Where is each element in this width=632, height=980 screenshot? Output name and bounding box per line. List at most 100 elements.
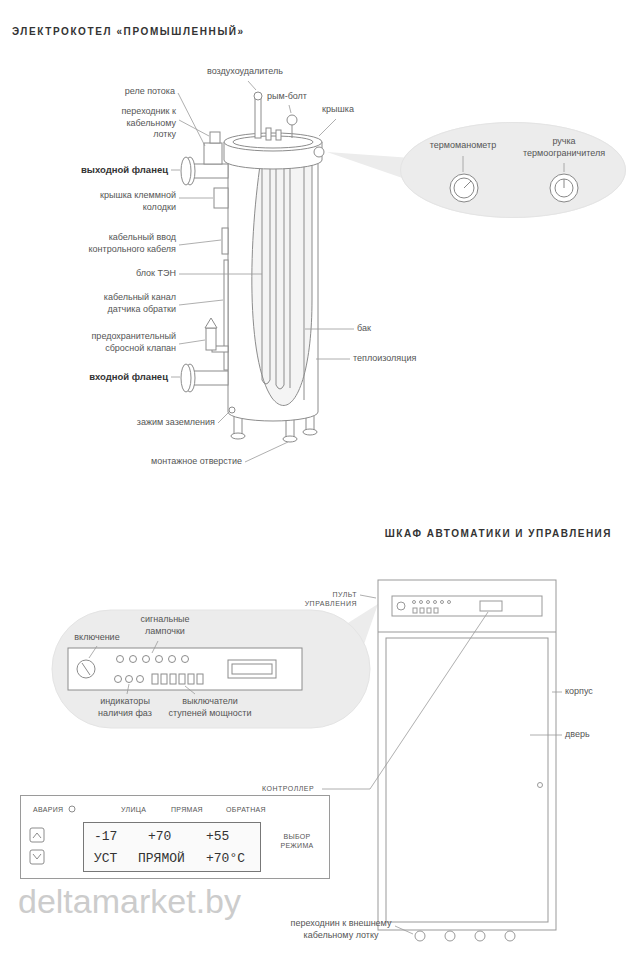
control-strip — [130, 656, 137, 663]
control-strip — [152, 674, 158, 684]
cabinet-drawing — [480, 601, 502, 611]
control-strip — [115, 676, 122, 683]
boiler-drawing — [231, 433, 245, 439]
leader-line — [171, 170, 180, 171]
lcd-screen-text: +70 — [148, 829, 171, 845]
boiler-drawing — [266, 128, 271, 140]
callout-bubble-text: включение — [66, 632, 128, 644]
leader-line — [127, 684, 129, 694]
boiler-drawing — [205, 318, 217, 328]
leader-line — [564, 163, 565, 172]
part-label: кабельный ввод контрольного кабеля — [76, 232, 176, 255]
lcd-screen-text: ПРЯМОЙ — [138, 851, 185, 867]
controller-panel: АВАРИЯУЛИЦАПРЯМАЯОБРАТНАЯВЫБОР РЕЖИМА-17… — [20, 795, 330, 879]
cabinet-drawing — [413, 608, 417, 613]
boiler-drawing — [283, 436, 297, 442]
leader-line — [316, 359, 350, 360]
boiler-drawing — [214, 188, 228, 208]
cabinet-drawing — [434, 601, 437, 604]
control-strip — [188, 674, 194, 684]
callout-bubble-text: индикаторы наличия фаз — [92, 696, 158, 719]
leader-line — [179, 300, 223, 305]
callout-bubble-text: ручка термоограничителя — [514, 136, 614, 159]
boiler-drawing — [314, 147, 324, 157]
boiler-drawing — [224, 133, 322, 151]
callout-bubble — [340, 604, 378, 650]
callout-bubble — [400, 122, 626, 218]
cabinet-drawing — [427, 608, 431, 613]
boiler-drawing — [303, 429, 317, 435]
leader-line — [218, 412, 229, 423]
control-strip — [143, 656, 150, 663]
leader-line — [289, 105, 291, 113]
leader-line — [360, 595, 376, 598]
part-label: ПУЛЬТ УПРАВЛЕНИЯ — [300, 590, 357, 608]
part-label: крышка — [318, 104, 358, 116]
leader-line — [179, 340, 205, 344]
section-heading: ШКАФ АВТОМАТИКИ И УПРАВЛЕНИЯ — [300, 527, 612, 540]
leader-line — [89, 81, 564, 934]
boiler-drawing — [224, 260, 228, 370]
control-strip — [228, 660, 276, 678]
leader-line — [89, 646, 97, 658]
controller-panel-text: УЛИЦА — [121, 805, 146, 814]
control-strip — [182, 656, 189, 663]
leader-line — [530, 735, 562, 736]
leader-line — [319, 119, 336, 136]
lcd-screen-text: +70°C — [206, 851, 245, 867]
part-label: корпус — [565, 686, 593, 698]
part-label: теплоизоляция — [353, 353, 416, 365]
leader-line — [248, 81, 256, 90]
leader-line — [179, 198, 213, 199]
callout-bubble: термоманометрручка термоограничителя — [400, 122, 626, 218]
thermo-controls — [450, 174, 578, 202]
cabinet-drawing — [427, 601, 430, 604]
boiler-drawing — [304, 162, 305, 400]
leader-line — [179, 120, 209, 136]
part-label: монтажное отверстие — [130, 456, 242, 468]
leader-line — [305, 329, 354, 330]
cabinet-drawing — [378, 580, 556, 930]
control-strip — [117, 656, 124, 663]
boiler-drawing — [233, 136, 313, 148]
part-label: дверь — [565, 729, 590, 741]
boiler-drawing — [262, 162, 290, 389]
callout-bubble-outline — [400, 122, 626, 218]
leader-line — [245, 442, 288, 462]
cabinet-drawing — [448, 601, 451, 604]
boiler-drawing — [229, 407, 235, 413]
cabinet-drawing — [420, 601, 423, 604]
part-label: кабельный канал датчика обратки — [76, 292, 176, 315]
thermo-controls — [464, 181, 471, 188]
part-label: предохранительный сбросной клапан — [76, 331, 176, 354]
callout-bubble-text: сигнальные лампочки — [125, 614, 205, 637]
cabinet-drawing — [386, 638, 548, 922]
part-label: КОНТРОЛЛЕР — [262, 784, 314, 793]
control-strip — [179, 674, 185, 684]
boiler-drawing — [222, 228, 228, 254]
control-strip — [137, 676, 144, 683]
callout-bubble — [52, 610, 370, 728]
controller-panel-text: ВЫБОР РЕЖИМА — [271, 832, 323, 850]
lcd-screen: -17+70+55УСТПРЯМОЙ+70°C — [83, 822, 261, 872]
boiler-drawing — [252, 152, 312, 405]
controller-buttons — [30, 850, 44, 864]
part-label: переходник к кабельному лотку — [110, 106, 176, 141]
leader-line — [185, 686, 195, 694]
controller-buttons — [33, 833, 41, 838]
callout-bubble-outline — [401, 123, 626, 218]
part-label: зажим заземления — [95, 417, 215, 429]
cabinet-drawing — [434, 608, 438, 613]
control-strip — [68, 648, 302, 690]
controller-panel-text: ОБРАТНАЯ — [226, 805, 266, 814]
part-label: крышка клеммной колодки — [90, 190, 176, 213]
leader-line — [171, 377, 180, 378]
boiler-drawing — [181, 157, 191, 185]
cabinet-drawing — [475, 931, 485, 941]
control-strip — [126, 676, 133, 683]
cabinet-drawing — [415, 931, 425, 941]
boiler-drawing — [210, 132, 220, 143]
lcd-screen-text: +55 — [206, 829, 229, 845]
cabinet-drawing — [441, 601, 444, 604]
